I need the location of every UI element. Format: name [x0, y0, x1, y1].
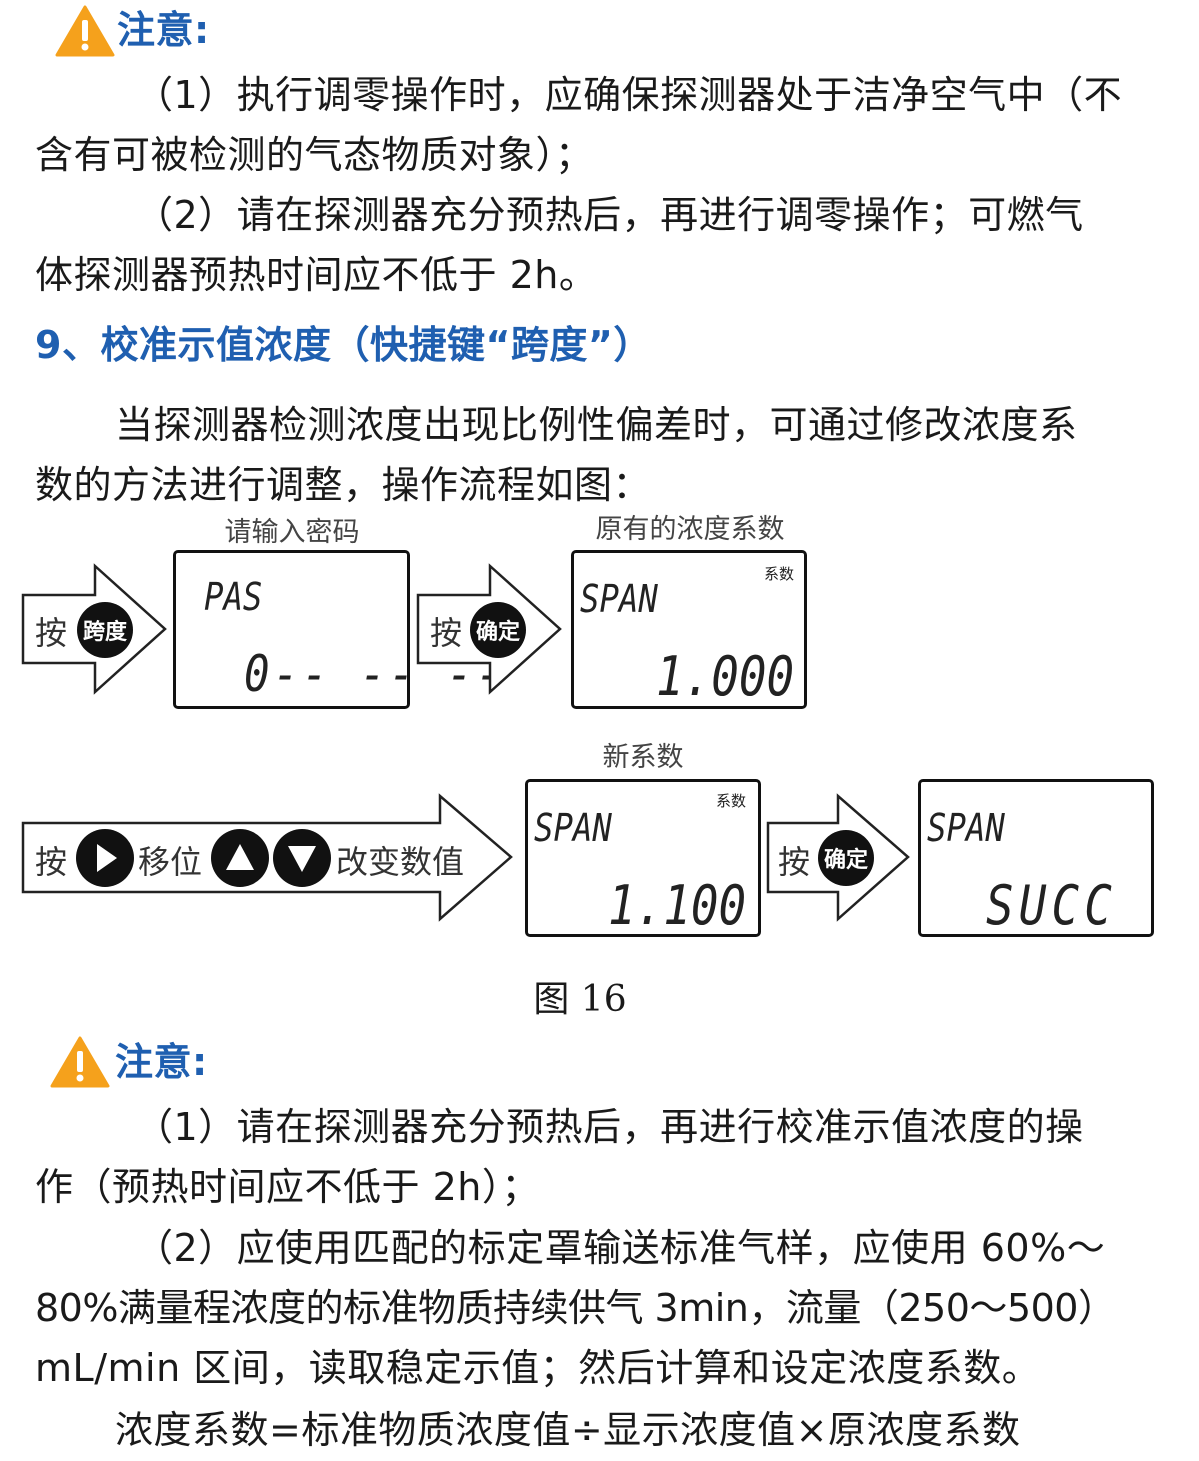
move-label: 移位	[138, 843, 203, 881]
press-label: 按	[35, 843, 68, 881]
note-line: 含有可被检测的气态物质对象）；	[35, 133, 594, 177]
confirm-key-icon: 确定	[470, 602, 526, 658]
warning-icon	[50, 1036, 110, 1088]
note-line: （1）请在探测器充分预热后，再进行校准示值浓度的操	[135, 1105, 1084, 1149]
coefficient-tag: 系数	[715, 792, 746, 810]
note-line: 作（预热时间应不低于 2h）；	[35, 1165, 540, 1209]
right-key-icon	[76, 829, 134, 887]
note-title: 注意:	[117, 8, 210, 52]
warning-icon	[55, 5, 115, 57]
span-key-icon: 跨度	[77, 602, 133, 658]
paragraph-line: 当探测器检测浓度出现比例性偏差时，可通过修改浓度系	[115, 403, 1078, 447]
coefficient-tag: 系数	[763, 565, 794, 583]
up-key-icon	[211, 829, 269, 887]
press-label: 按	[35, 614, 68, 652]
note-line: （1）执行调零操作时，应确保探测器处于洁净空气中（不	[135, 73, 1123, 117]
down-key-icon	[273, 829, 331, 887]
lcd-bottom-text: 1.000	[656, 645, 795, 708]
label-original-coefficient: 原有的浓度系数	[595, 514, 785, 545]
note-line: 体探测器预热时间应不低于 2h。	[35, 253, 598, 297]
note-line: （2）请在探测器充分预热后，再进行调零操作；可燃气	[135, 193, 1084, 237]
note-title: 注意:	[115, 1040, 208, 1084]
lcd-password: PAS 0-- -- --	[173, 550, 501, 709]
note-line: 80%满量程浓度的标准物质持续供气 3min，流量（250～500）	[35, 1286, 1116, 1330]
lcd-top-text: SPAN	[580, 577, 658, 621]
lcd-top-text: SPAN	[927, 806, 1005, 850]
paragraph-line: 数的方法进行调整，操作流程如图：	[35, 463, 652, 507]
formula-line: 浓度系数=标准物质浓度值÷显示浓度值×原浓度系数	[115, 1408, 1021, 1452]
lcd-top-text: PAS	[204, 575, 263, 619]
section-heading: 9、校准示值浓度（快捷键“跨度”）	[35, 323, 652, 367]
lcd-success: SPAN SUCC	[918, 779, 1154, 937]
confirm-key-icon: 确定	[818, 830, 874, 886]
press-label: 按	[778, 843, 811, 881]
lcd-top-text: SPAN	[534, 806, 612, 850]
note-line: mL/min 区间，读取稳定示值；然后计算和设定浓度系数。	[35, 1346, 1041, 1390]
note-line: （2）应使用匹配的标定罩输送标准气样，应使用 60%～	[135, 1226, 1106, 1270]
label-password: 请输入密码	[224, 517, 360, 548]
figure-caption: 图 16	[533, 979, 627, 1020]
lcd-bottom-text: 1.100	[608, 874, 747, 937]
change-value-label: 改变数值	[336, 843, 465, 881]
press-label: 按	[430, 614, 463, 652]
lcd-new-span: 系数 SPAN 1.100	[525, 779, 761, 937]
label-new-coefficient: 新系数	[602, 742, 684, 773]
lcd-original-span: 系数 SPAN 1.000	[571, 550, 807, 709]
lcd-bottom-text: SUCC	[986, 874, 1117, 937]
